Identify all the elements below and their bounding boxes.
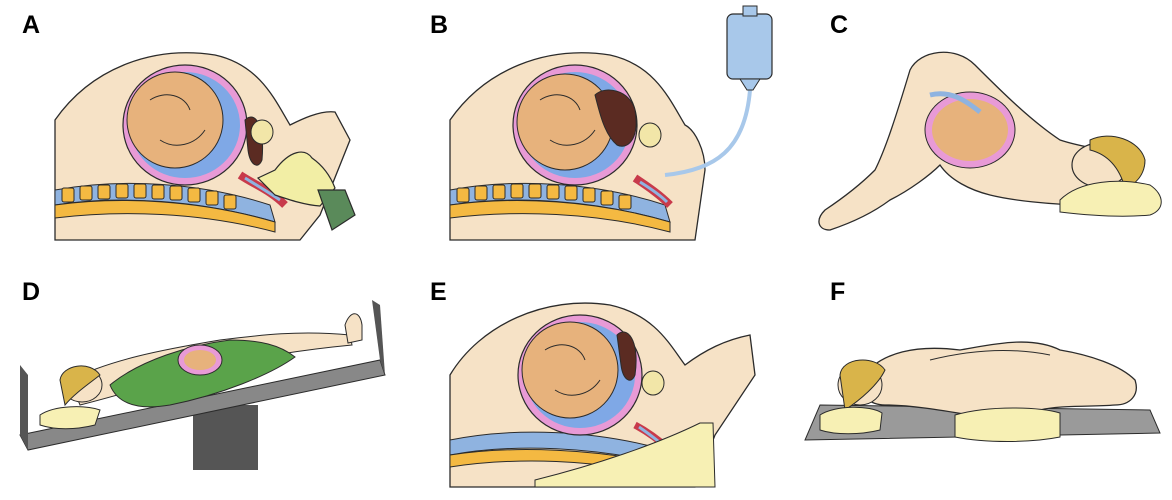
wedge-icon xyxy=(534,422,716,488)
tilt-table-icon xyxy=(19,300,386,470)
panel-e: E xyxy=(395,265,775,500)
panel-label-e: E xyxy=(430,278,447,306)
panel-label-f: F xyxy=(830,278,846,306)
illustration-a xyxy=(54,52,356,241)
panel-label-a: A xyxy=(22,11,41,39)
panel-b: B xyxy=(395,0,775,250)
iv-bag-icon xyxy=(664,5,773,177)
panel-d: D xyxy=(0,265,395,500)
panel-c: C xyxy=(790,0,1172,250)
illustration-c xyxy=(818,51,1162,231)
illustration-f xyxy=(804,341,1161,442)
pillow-icon xyxy=(1059,180,1162,217)
panel-label-d: D xyxy=(22,278,41,306)
illustration-b xyxy=(449,5,773,241)
panel-label-c: C xyxy=(830,11,849,39)
panel-a: A xyxy=(0,0,380,250)
panel-f: F xyxy=(790,265,1172,500)
glove-icon xyxy=(256,151,356,231)
illustration-e xyxy=(449,302,756,488)
panel-label-b: B xyxy=(430,11,449,39)
illustration-d xyxy=(19,300,386,470)
